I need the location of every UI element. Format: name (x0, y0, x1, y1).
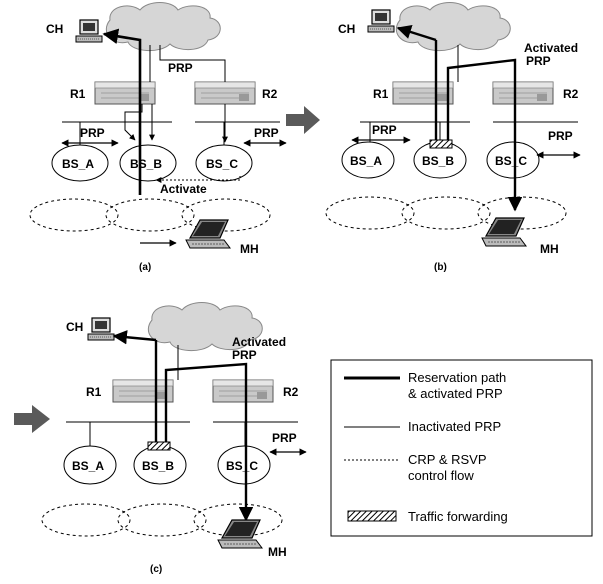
r1-label: R1 (86, 385, 102, 399)
r1-label: R1 (373, 87, 389, 101)
bs-a-label: BS_A (72, 459, 104, 473)
prp-left-label: PRP (80, 126, 105, 140)
mh-laptop-icon (185, 219, 231, 249)
activated-label-l2: PRP (232, 348, 257, 362)
activated-label-l2: PRP (526, 54, 551, 68)
legend-hatch-box (347, 510, 397, 522)
caption-c: (c) (150, 564, 162, 575)
bs-c-label: BS_C (226, 459, 258, 473)
caption-a: (a) (139, 262, 151, 273)
caption-b: (b) (434, 262, 447, 273)
internet-cloud (395, 2, 511, 51)
legend-crp-l1: CRP & RSVP (408, 452, 487, 467)
transition-arrow-ab (286, 106, 320, 134)
activate-label: Activate (160, 182, 207, 196)
prp-right-label: PRP (272, 431, 297, 445)
r2-label: R2 (563, 87, 579, 101)
mh-label: MH (540, 242, 559, 256)
panel-c: CH R1 R2 Activated PRP BS_A BS_B BS_C PR… (41, 302, 307, 575)
mh-label: MH (268, 545, 287, 559)
prp-right-label: PRP (548, 129, 573, 143)
panel-b: CH R1 R2 Activated PRP BS_A BS_B BS_C PR… (325, 2, 581, 273)
activated-label-l1: Activated (232, 335, 286, 349)
r2-label: R2 (262, 87, 278, 101)
bs-b-label: BS_B (422, 154, 454, 168)
router-r2-icon (212, 379, 274, 403)
legend: Reservation path & activated PRP Inactiv… (330, 359, 593, 537)
bs-c-label: BS_C (206, 157, 238, 171)
mh-laptop-icon (217, 519, 263, 549)
traffic-forwarding-box (429, 139, 453, 149)
internet-cloud (147, 302, 263, 351)
router-r1-icon (94, 81, 156, 105)
ch-label: CH (66, 320, 83, 334)
router-r2-icon (194, 81, 256, 105)
traffic-forwarding-box (147, 441, 171, 451)
prp-right-label: PRP (254, 126, 279, 140)
activated-label-l1: Activated (524, 41, 578, 55)
panel-a: CH R1 R2 PRP BS_A BS_B BS_C PRP PRP Acti… (29, 2, 287, 273)
legend-traffic: Traffic forwarding (408, 509, 508, 524)
mh-label: MH (240, 242, 259, 256)
r2-label: R2 (283, 385, 299, 399)
r1-label: R1 (70, 87, 86, 101)
bs-b-label: BS_B (130, 157, 162, 171)
prp-left-label: PRP (372, 123, 397, 137)
mh-laptop-icon (481, 217, 527, 247)
ch-computer-icon (367, 9, 395, 33)
bs-a-label: BS_A (62, 157, 94, 171)
router-r1-icon (112, 379, 174, 403)
legend-reservation-l1: Reservation path (408, 370, 506, 385)
bs-b-label: BS_B (142, 459, 174, 473)
legend-inactivated: Inactivated PRP (408, 419, 501, 434)
legend-crp-l2: control flow (408, 468, 474, 483)
bs-a-label: BS_A (350, 154, 382, 168)
prp-top-label: PRP (168, 61, 193, 75)
ch-computer-icon (87, 317, 115, 341)
ch-label: CH (338, 22, 355, 36)
ch-computer-icon (75, 19, 103, 43)
bs-c-label: BS_C (495, 154, 527, 168)
transition-arrow-c (14, 405, 50, 433)
router-r2-icon (492, 81, 554, 105)
router-r1-icon (392, 81, 454, 105)
internet-cloud (105, 2, 221, 51)
legend-reservation-l2: & activated PRP (408, 386, 503, 401)
ch-label: CH (46, 22, 63, 36)
